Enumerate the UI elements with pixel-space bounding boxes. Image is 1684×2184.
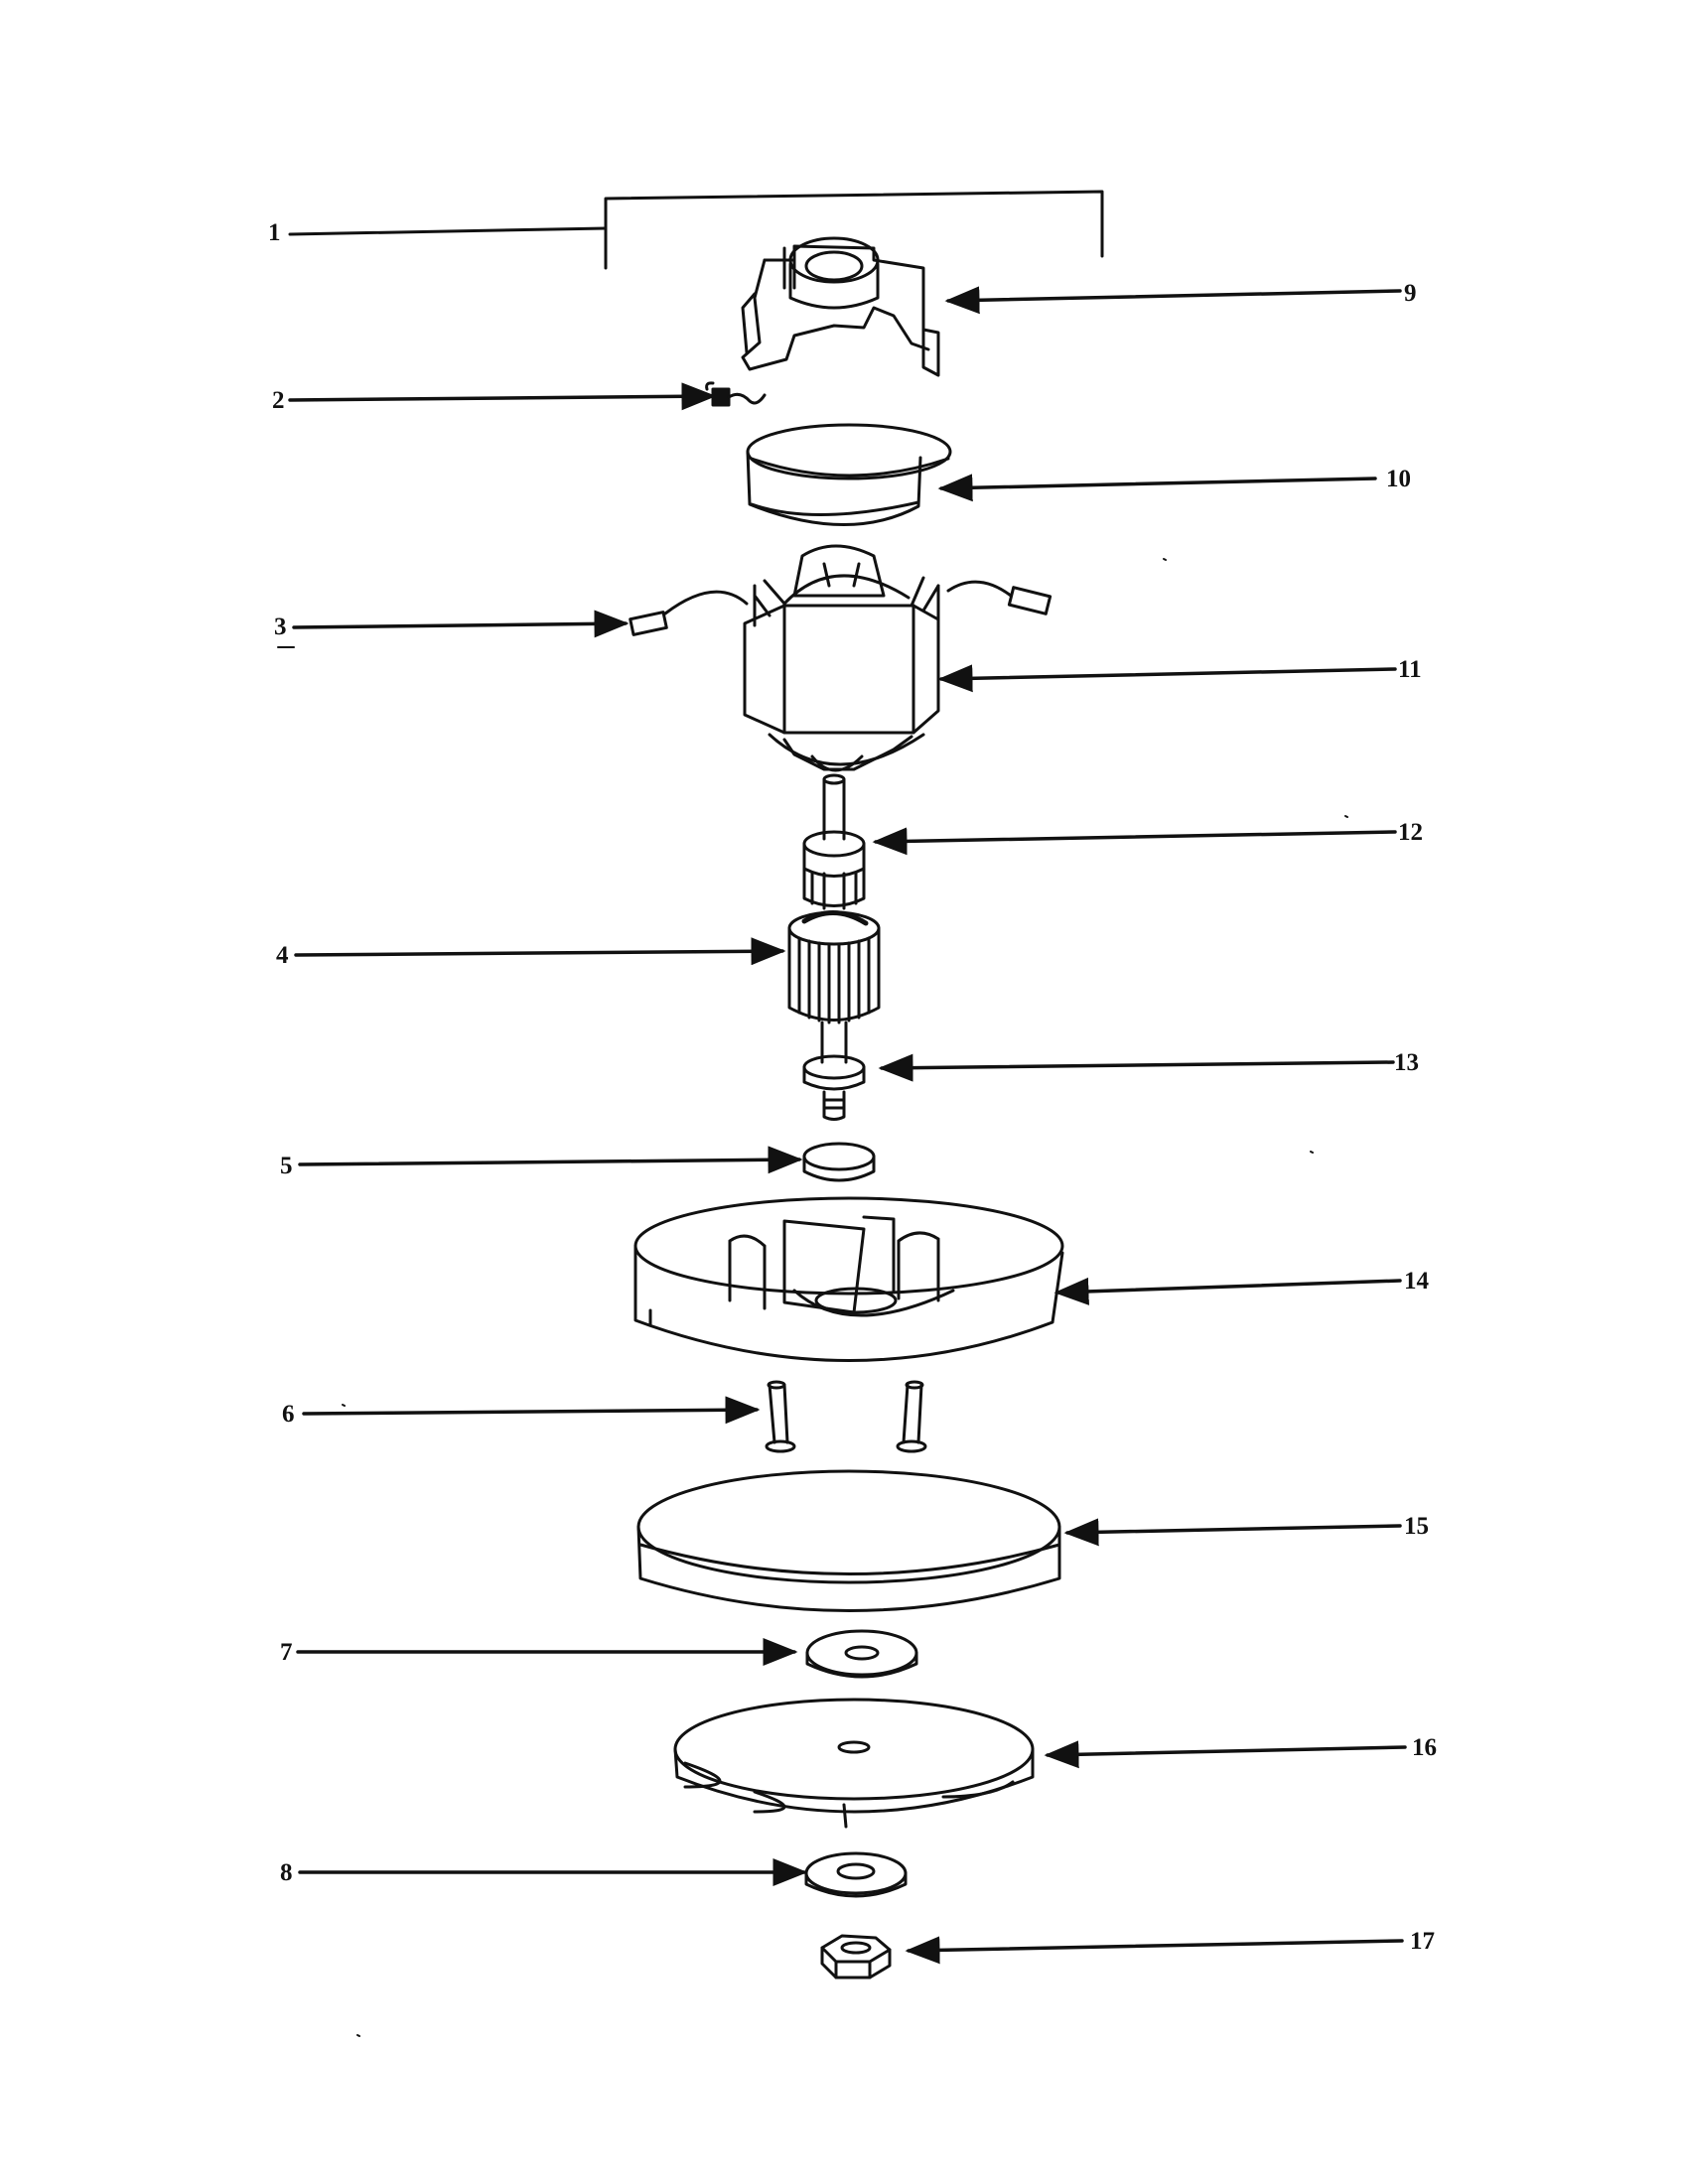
part-motor-housing [633,1196,1064,1362]
callout-2: 2 [272,387,285,414]
callout-11: 11 [1398,656,1422,683]
part-spacer [802,1142,876,1182]
callout-9: 9 [1404,280,1417,307]
part-screws [765,1380,927,1453]
callout-7: 7 [280,1639,293,1666]
callout-8: 8 [280,1859,293,1886]
callout-10: 10 [1386,466,1411,492]
part-spring [705,381,767,407]
callout-1: 1 [268,219,281,246]
callout-6: 6 [282,1401,295,1428]
callout-5: 5 [280,1153,293,1179]
leader-lines-left [288,382,808,1886]
part-washer-lower [804,1851,908,1898]
part-gasket-ring [636,1469,1061,1612]
part-brush-holder-cap [741,236,940,377]
callout-12: 12 [1398,819,1423,846]
part-bearing [802,1054,866,1121]
callout-14: 14 [1404,1268,1429,1295]
part-band-ring [746,423,952,526]
callout-4: 4 [276,942,289,969]
part-motor-field [743,544,940,772]
part-fan-impeller [673,1698,1035,1829]
assembly-bracket [288,190,1104,270]
part-hex-nut [820,1934,892,1979]
callout-3: 3 [274,614,287,640]
callout-15: 15 [1404,1513,1429,1540]
part-armature [787,910,881,1064]
callout-13: 13 [1394,1049,1419,1076]
part-washer-upper [805,1629,918,1679]
leader-lines-right [872,286,1407,1965]
scan-specks [277,558,1348,2037]
part-brushes [629,580,1052,636]
part-commutator [802,773,866,910]
callout-17: 17 [1410,1928,1435,1955]
callout-16: 16 [1412,1734,1437,1761]
